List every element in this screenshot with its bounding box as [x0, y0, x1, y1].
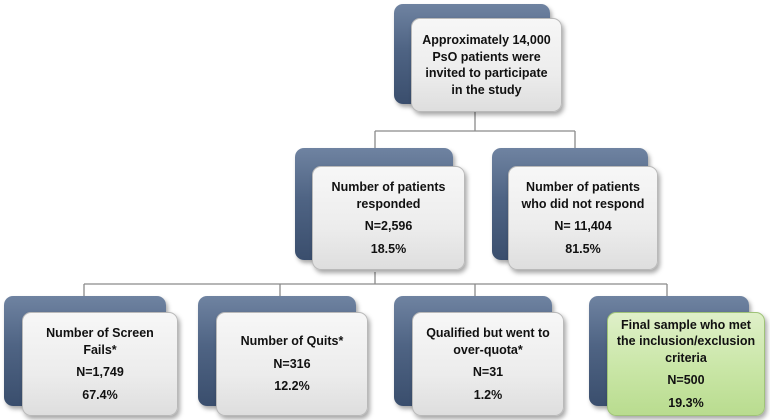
- node-quits-pct: 12.2%: [274, 379, 310, 394]
- node-not-responded-n: N= 11,404: [554, 219, 612, 233]
- node-over-quota-n: N=31: [472, 365, 504, 379]
- node-quits-front: Number of Quits* N=316 12.2%: [216, 312, 368, 416]
- node-final-sample-n: N=500: [667, 373, 705, 388]
- node-invited-front: Approximately 14,000 PsO patients were i…: [411, 18, 562, 112]
- node-responded-n: N=2,596: [364, 219, 413, 233]
- node-quits-n: N=316: [273, 356, 311, 371]
- node-final-sample: Final sample who met the inclusion/exclu…: [589, 296, 765, 416]
- node-final-sample-title: Final sample who met the inclusion/exclu…: [616, 317, 756, 365]
- node-invited-text: Approximately 14,000 PsO patients were i…: [422, 33, 551, 97]
- node-screen-fails-n: N=1,749: [76, 365, 124, 379]
- node-not-responded-title: Number of patients who did not respond: [521, 180, 645, 211]
- node-not-responded-pct: 81.5%: [565, 241, 601, 256]
- node-not-responded-front: Number of patients who did not respond N…: [508, 166, 658, 270]
- node-not-responded: Number of patients who did not respond N…: [492, 148, 658, 270]
- node-screen-fails-front: Number of Screen Fails* N=1,749 67.4%: [22, 312, 178, 416]
- node-final-sample-pct: 19.3%: [668, 395, 704, 410]
- node-over-quota-front: Qualified but went to over-quota* N=31 1…: [412, 312, 564, 416]
- node-over-quota-title: Qualified but went to over-quota*: [426, 326, 550, 357]
- node-responded-title: Number of patients responded: [331, 180, 446, 211]
- node-invited: Approximately 14,000 PsO patients were i…: [394, 4, 562, 112]
- node-final-sample-front: Final sample who met the inclusion/exclu…: [607, 312, 765, 416]
- node-quits-title: Number of Quits*: [240, 334, 344, 349]
- node-over-quota-pct: 1.2%: [473, 387, 503, 402]
- node-responded: Number of patients responded N=2,596 18.…: [295, 148, 465, 270]
- node-screen-fails-pct: 67.4%: [82, 387, 118, 402]
- node-responded-front: Number of patients responded N=2,596 18.…: [312, 166, 465, 270]
- node-responded-pct: 18.5%: [370, 241, 407, 256]
- node-screen-fails: Number of Screen Fails* N=1,749 67.4%: [4, 296, 178, 416]
- node-over-quota: Qualified but went to over-quota* N=31 1…: [394, 296, 564, 416]
- node-quits: Number of Quits* N=316 12.2%: [198, 296, 368, 416]
- node-screen-fails-title: Number of Screen Fails*: [46, 326, 154, 357]
